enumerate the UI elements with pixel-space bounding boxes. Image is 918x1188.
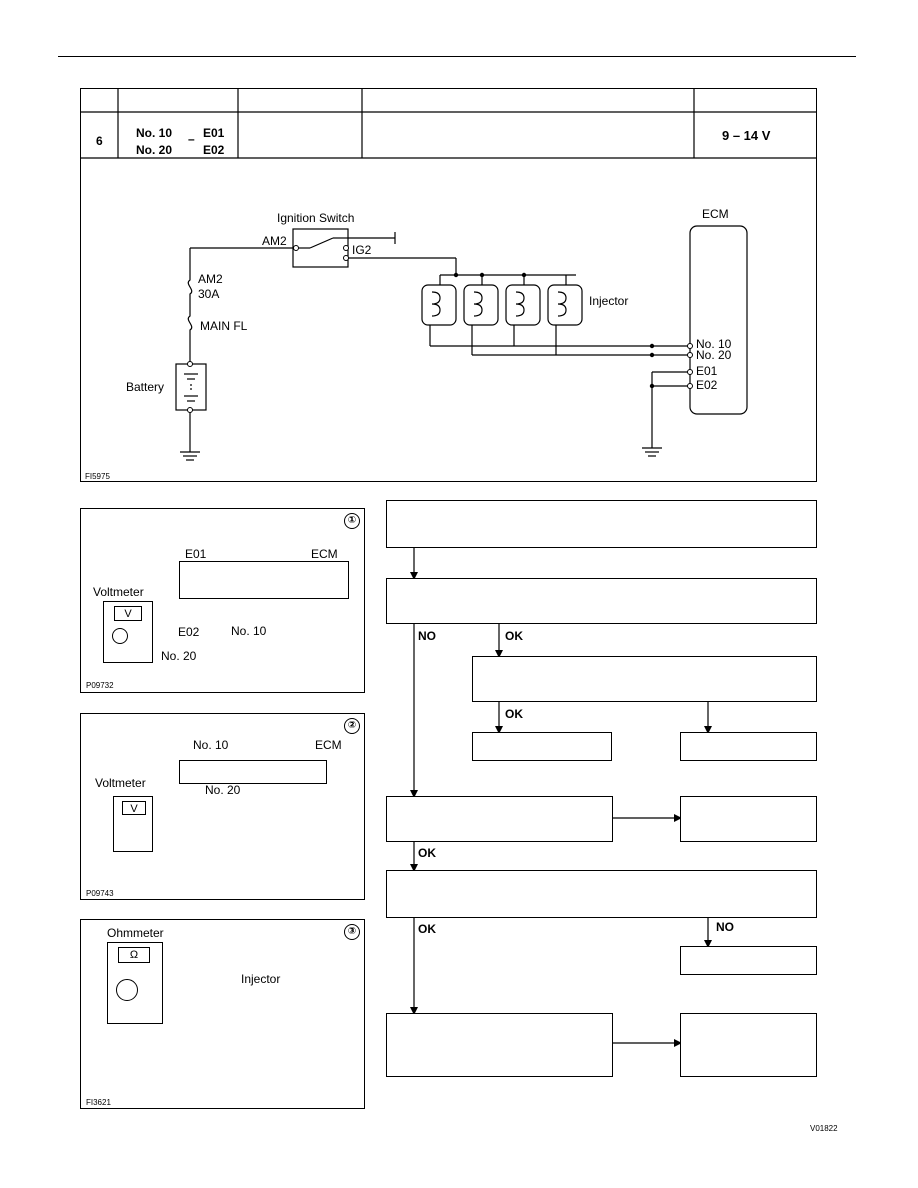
voltmeter-body: V [103, 601, 153, 663]
flow-step-1 [386, 500, 817, 548]
fig2-ecm-label: ECM [315, 738, 342, 752]
fig1-e02-label: E02 [178, 625, 200, 639]
main-fl-label: MAIN FL [200, 319, 248, 333]
terminal-no10: No. 10 [136, 126, 173, 140]
ohmmeter-dial [116, 979, 138, 1001]
flow-result-c [680, 796, 817, 842]
branch-no-2: NO [716, 920, 734, 934]
fuse-am2-label: AM2 [198, 272, 223, 286]
voltmeter-dial [112, 628, 128, 644]
ohmmeter-body: Ω [107, 942, 163, 1024]
figure-3-number: ③ [344, 924, 360, 940]
top-rule [58, 56, 856, 57]
injector-label: Injector [589, 294, 629, 308]
flow-step-3 [472, 656, 817, 702]
branch-ok-4: OK [418, 922, 436, 936]
row-number: 6 [96, 134, 103, 148]
terminal-no20: No. 20 [136, 143, 173, 157]
pin-no10-label: No. 10 [696, 337, 732, 351]
terminal-e01: E01 [203, 126, 225, 140]
flow-result-d [680, 946, 817, 975]
voltage-spec: 9 – 14 V [722, 128, 771, 143]
figure-1-number: ① [344, 513, 360, 529]
branch-ok-1: OK [505, 629, 523, 643]
flow-result-a [472, 732, 612, 761]
flow-result-b [680, 732, 817, 761]
fig1-voltmeter-label: Voltmeter [93, 585, 144, 599]
figure-code: FI5975 [85, 472, 110, 481]
fig2-no10-label: No. 10 [193, 738, 229, 752]
branch-ok-3: OK [418, 846, 436, 860]
fig3-code: FI3621 [86, 1098, 111, 1107]
voltmeter-face: V [114, 606, 142, 621]
fig2-no20-label: No. 20 [205, 783, 241, 797]
ecm-label: ECM [702, 207, 729, 221]
ecm-connector-2 [179, 760, 327, 784]
fig1-code: P09732 [86, 681, 114, 690]
pin-e02-label: E02 [696, 378, 718, 392]
omega-icon: Ω [118, 947, 150, 963]
ig2-label: IG2 [352, 243, 372, 257]
fig3-ohmmeter-label: Ohmmeter [107, 926, 164, 940]
am2-label: AM2 [262, 234, 287, 248]
page-code: V01822 [810, 1124, 838, 1133]
fuse-rating-label: 30A [198, 287, 220, 301]
flow-step-6 [386, 1013, 613, 1077]
fig1-e01-label: E01 [185, 547, 207, 561]
battery-label: Battery [126, 380, 165, 394]
terminal-dash: – [188, 132, 195, 146]
flow-step-5 [386, 870, 817, 918]
terminal-table [80, 88, 817, 482]
fig2-code: P09743 [86, 889, 114, 898]
flow-result-e [680, 1013, 817, 1077]
voltmeter-face-2: V [122, 801, 146, 815]
figure-2-panel: ② V No. 10 ECM Voltmeter No. 20 P09743 [80, 713, 365, 900]
fig1-no10-label: No. 10 [231, 624, 267, 638]
fig1-no20-label: No. 20 [161, 649, 197, 663]
figure-3-panel: ③ Ohmmeter Ω Injector FI3621 [80, 919, 365, 1109]
figure-1-panel: ① V E01 ECM Voltmeter E02 No. 10 No. 20 … [80, 508, 365, 693]
figure-2-number: ② [344, 718, 360, 734]
flow-step-4 [386, 796, 613, 842]
fig3-injector-label: Injector [241, 972, 281, 986]
ecm-connector [179, 561, 349, 599]
branch-ok-2: OK [505, 707, 523, 721]
ignition-switch-label: Ignition Switch [277, 211, 355, 225]
pin-no20-label: No. 20 [696, 348, 732, 362]
branch-no-1: NO [418, 629, 436, 643]
flow-step-2 [386, 578, 817, 624]
voltmeter-body-2: V [113, 796, 153, 852]
pin-e01-label: E01 [696, 364, 718, 378]
fig1-ecm-label: ECM [311, 547, 338, 561]
terminal-e02: E02 [203, 143, 225, 157]
fig2-voltmeter-label: Voltmeter [95, 776, 146, 790]
